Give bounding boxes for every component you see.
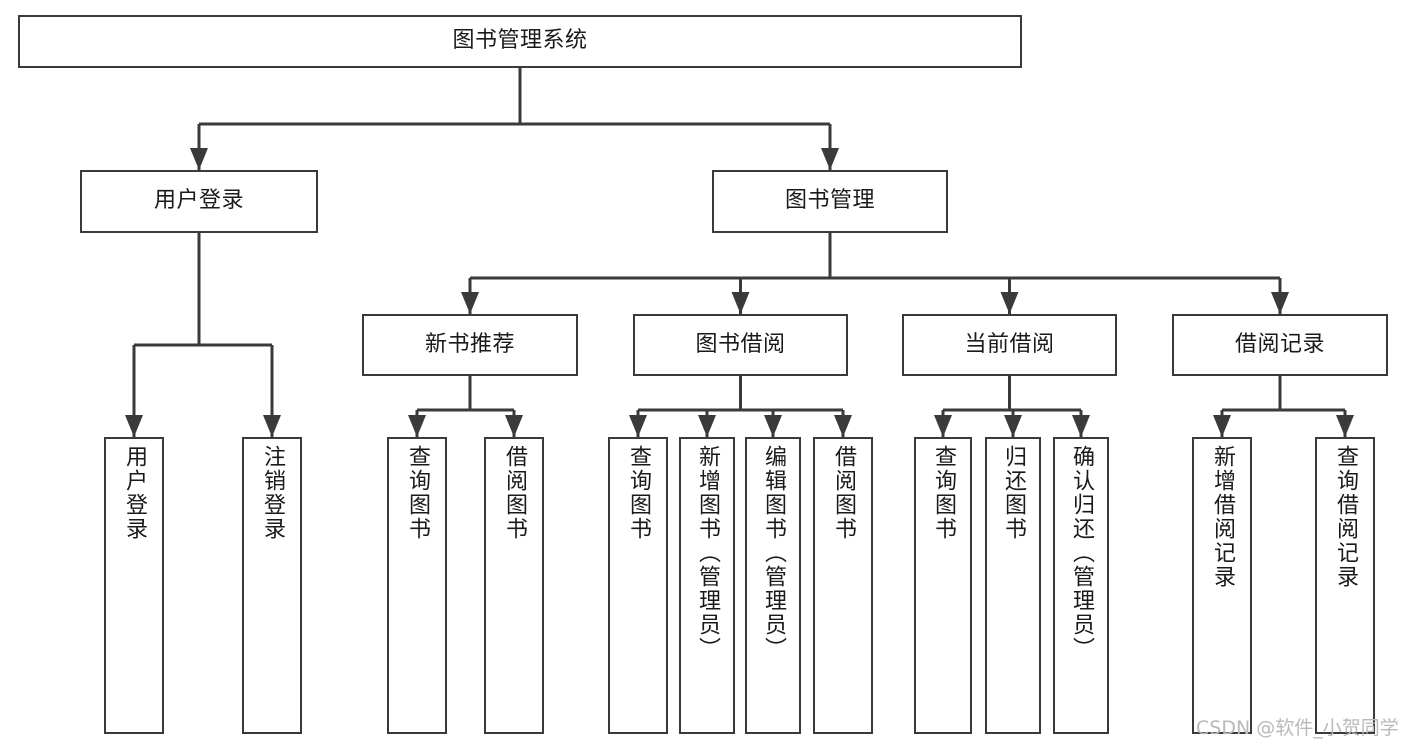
node-book-management-label: 图书管理: [784, 188, 875, 214]
leaf-borrow-add-book[interactable]: 新增图书（管理员）: [679, 437, 735, 734]
leaf-borrow-edit-book-label: 编辑图书（管理员）: [761, 445, 786, 661]
leaf-user-logout[interactable]: 注销登录: [242, 437, 302, 734]
leaf-borrow-query-book[interactable]: 查询图书: [608, 437, 668, 734]
node-new-book-recommend-label: 新书推荐: [424, 331, 515, 357]
node-book-borrow[interactable]: 图书借阅: [633, 314, 848, 376]
leaf-current-confirm-return-label: 确认归还（管理员）: [1069, 445, 1094, 661]
leaf-current-return-book-label: 归还图书: [1001, 445, 1026, 541]
leaf-records-query-record-label: 查询借阅记录: [1333, 445, 1358, 589]
leaf-user-logout-label: 注销登录: [260, 445, 285, 541]
node-book-management[interactable]: 图书管理: [712, 170, 948, 233]
leaf-borrow-borrow-book-label: 借阅图书: [831, 445, 856, 541]
node-current-borrow-label: 当前借阅: [964, 331, 1055, 357]
node-book-borrow-label: 图书借阅: [695, 331, 786, 357]
leaf-current-return-book[interactable]: 归还图书: [985, 437, 1041, 734]
watermark: CSDN @软件_小贺同学: [1196, 717, 1399, 739]
node-user-login-label: 用户登录: [153, 188, 244, 214]
leaf-records-add-record-label: 新增借阅记录: [1210, 445, 1235, 589]
node-user-login[interactable]: 用户登录: [80, 170, 318, 233]
leaf-borrow-add-book-label: 新增图书（管理员）: [695, 445, 720, 661]
node-borrow-records-label: 借阅记录: [1234, 331, 1325, 357]
leaf-newbook-query-book-label: 查询图书: [405, 445, 430, 541]
node-current-borrow[interactable]: 当前借阅: [902, 314, 1117, 376]
leaf-records-add-record[interactable]: 新增借阅记录: [1192, 437, 1252, 734]
leaf-newbook-borrow-book-label: 借阅图书: [502, 445, 527, 541]
leaf-borrow-borrow-book[interactable]: 借阅图书: [813, 437, 873, 734]
leaf-user-login[interactable]: 用户登录: [104, 437, 164, 734]
leaf-borrow-edit-book[interactable]: 编辑图书（管理员）: [745, 437, 801, 734]
leaf-user-login-label: 用户登录: [122, 445, 147, 541]
leaf-newbook-borrow-book[interactable]: 借阅图书: [484, 437, 544, 734]
node-new-book-recommend[interactable]: 新书推荐: [362, 314, 578, 376]
node-borrow-records[interactable]: 借阅记录: [1172, 314, 1388, 376]
leaf-current-confirm-return[interactable]: 确认归还（管理员）: [1053, 437, 1109, 734]
node-root-label: 图书管理系统: [452, 28, 588, 54]
leaf-newbook-query-book[interactable]: 查询图书: [387, 437, 447, 734]
node-root[interactable]: 图书管理系统: [18, 15, 1022, 68]
leaf-records-query-record[interactable]: 查询借阅记录: [1315, 437, 1375, 734]
leaf-current-query-book[interactable]: 查询图书: [914, 437, 972, 734]
leaf-current-query-book-label: 查询图书: [931, 445, 956, 541]
leaf-borrow-query-book-label: 查询图书: [626, 445, 651, 541]
